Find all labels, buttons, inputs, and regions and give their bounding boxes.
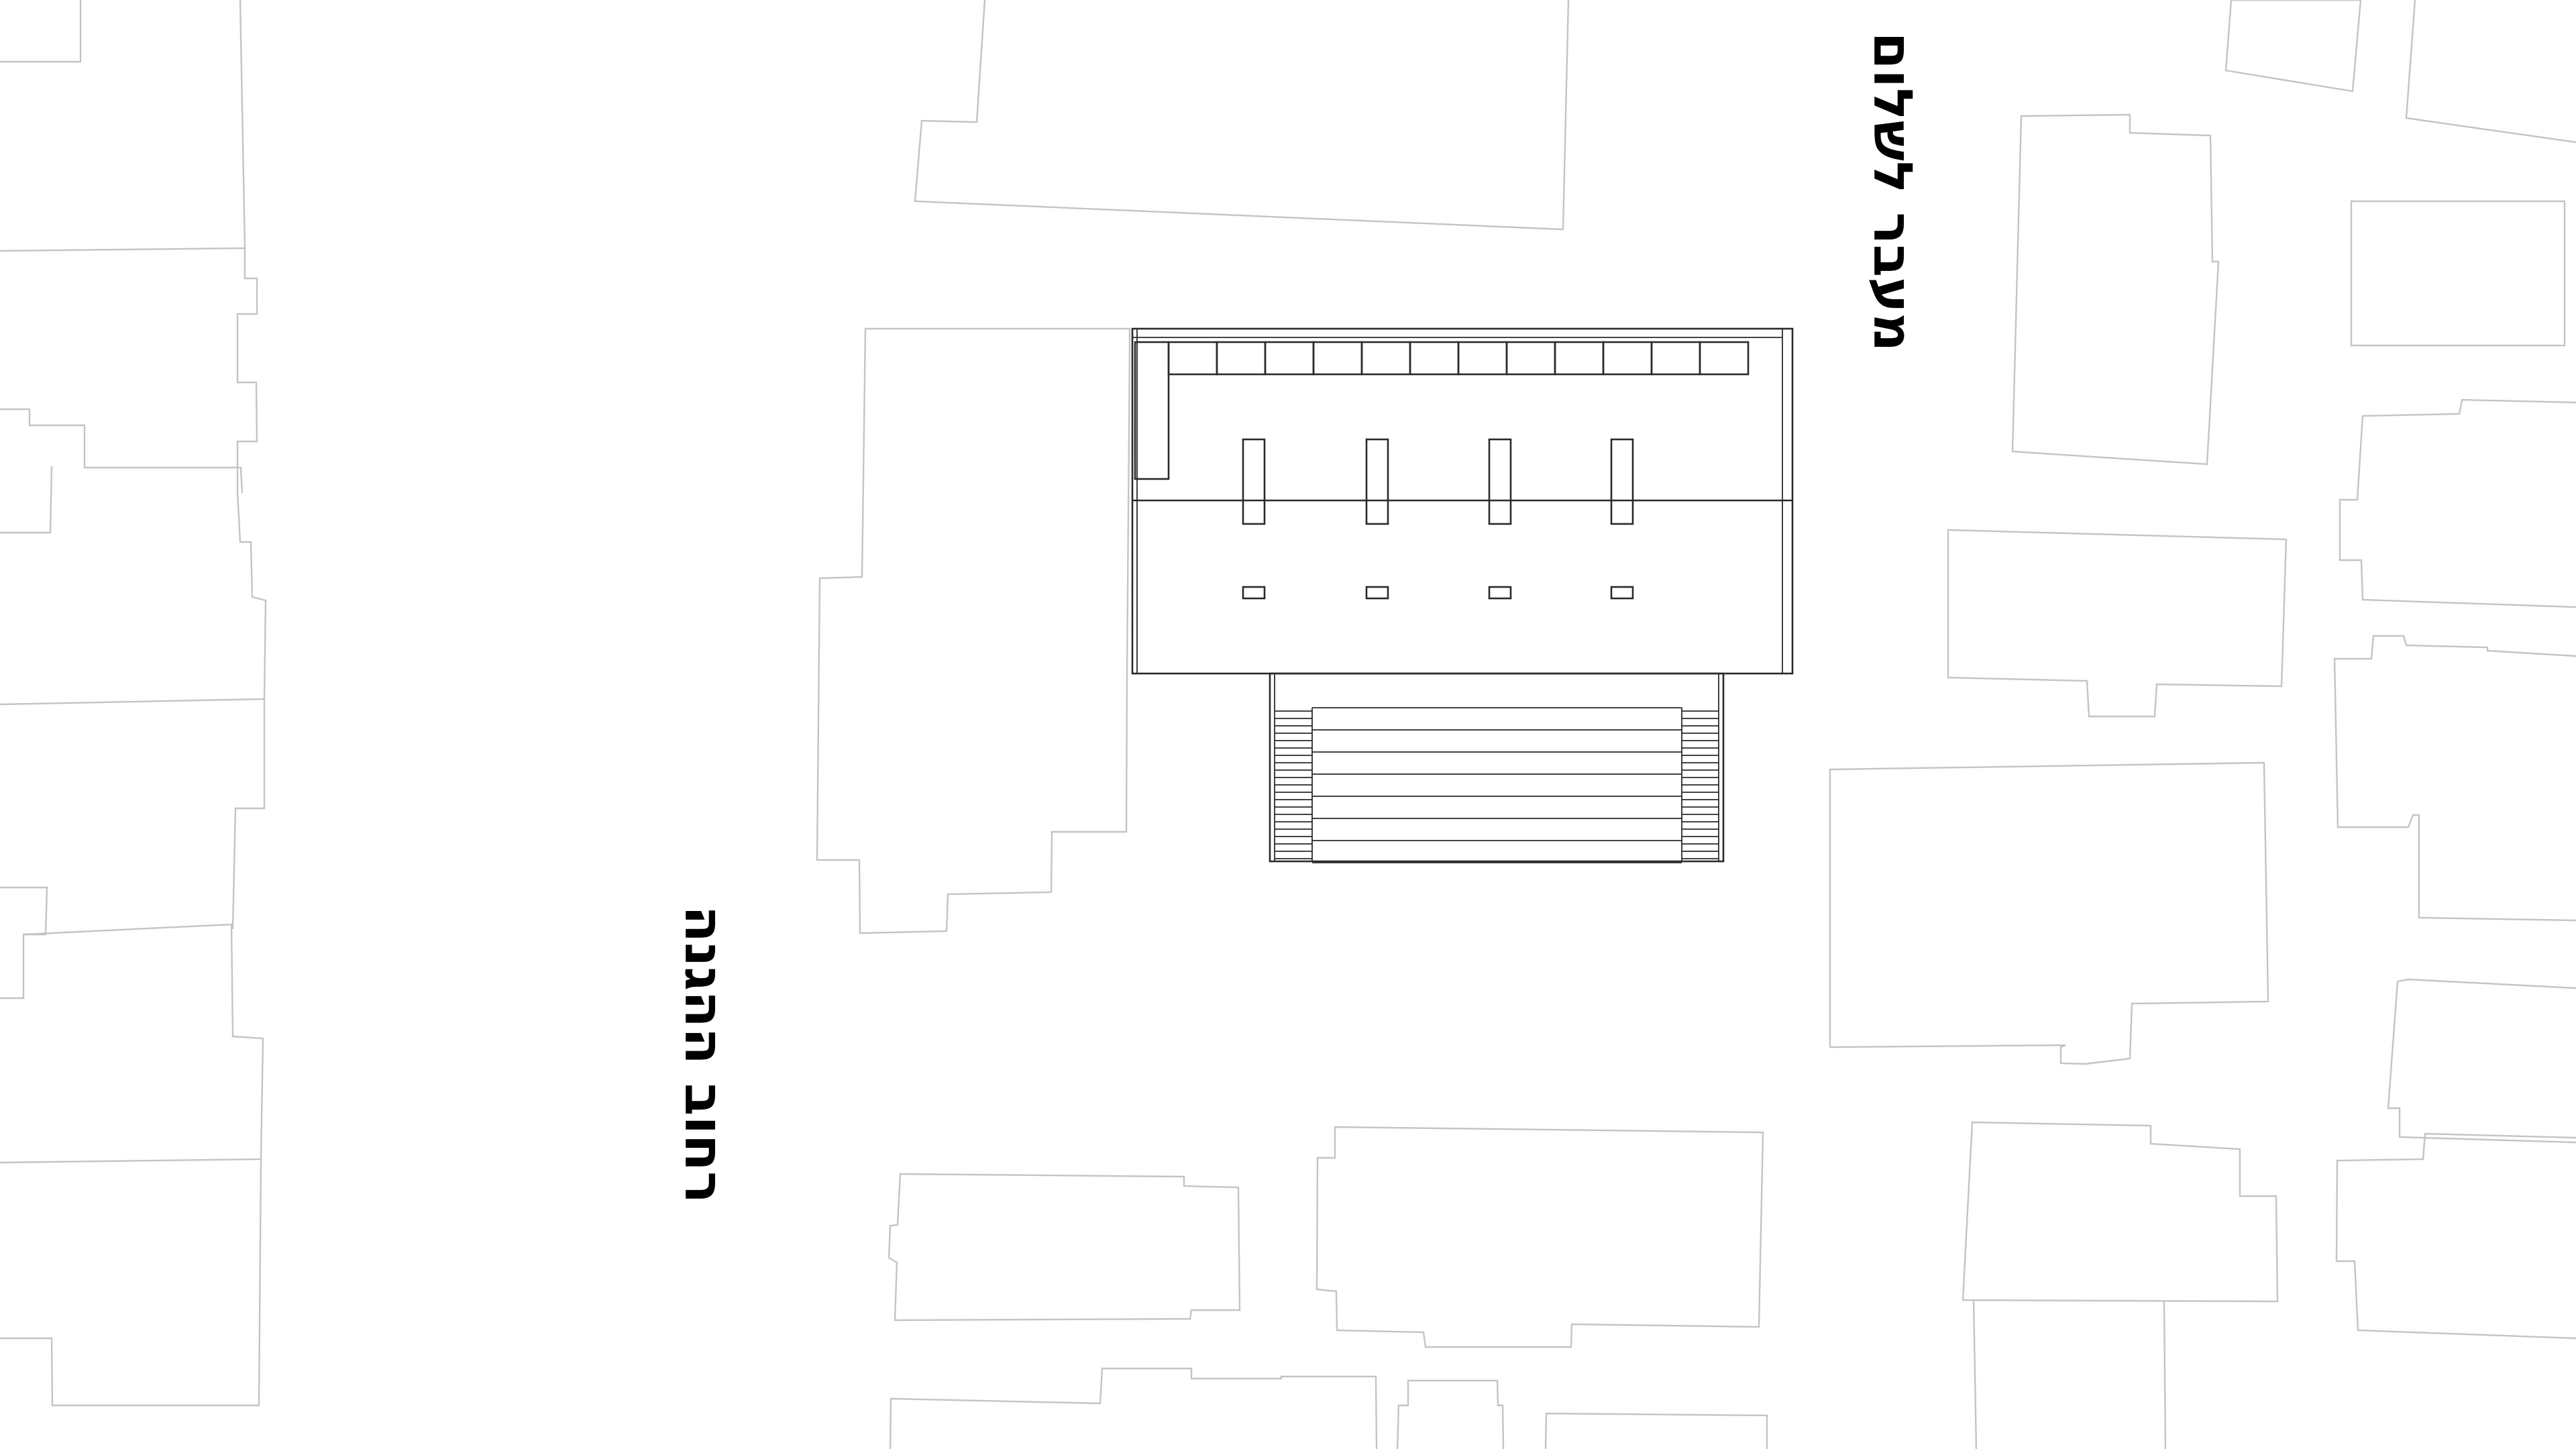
context-building <box>1829 761 2269 1065</box>
context-building <box>236 248 258 493</box>
context-building <box>0 923 264 1164</box>
roof-module <box>1216 341 1267 376</box>
context-building <box>236 492 267 700</box>
roof-module <box>1602 341 1653 376</box>
context-building <box>2339 398 2576 608</box>
roof-fin <box>1242 438 1266 525</box>
stair-terrace <box>1269 672 1725 863</box>
roof-vent <box>1365 586 1389 600</box>
context-building <box>1947 529 2288 718</box>
stair-steps <box>1312 707 1682 863</box>
roof-module <box>1650 341 1701 376</box>
context-building <box>816 327 1131 934</box>
context-street-edge <box>0 0 246 252</box>
roof-module <box>1505 341 1556 376</box>
street-label-west: רחוב ההגנה <box>673 906 735 1203</box>
context-building <box>888 1173 1241 1322</box>
roof-fins <box>1242 438 1634 525</box>
roof-vent <box>1488 586 1512 600</box>
roof-module <box>1409 341 1460 376</box>
context-building <box>2011 113 2220 466</box>
context-building <box>1972 1299 1978 1449</box>
roof-vents <box>1242 586 1634 600</box>
roof-fin <box>1488 438 1512 525</box>
context-building <box>2335 1132 2576 1340</box>
roof-module <box>1699 341 1750 376</box>
context-building <box>0 466 53 534</box>
context-building <box>1396 1379 1505 1449</box>
roof-module <box>1554 341 1605 376</box>
roof-fin <box>1610 438 1634 525</box>
roof-module-column <box>1134 341 1170 480</box>
context-building <box>0 408 244 494</box>
roof-module <box>1360 341 1411 376</box>
roof-module-row <box>1167 341 1750 376</box>
context-building <box>2163 1299 2167 1449</box>
roof-module <box>1457 341 1508 376</box>
roof-vent <box>1610 586 1634 600</box>
context-building <box>0 0 82 63</box>
roof-module <box>1312 341 1363 376</box>
context-building <box>1316 1126 1764 1348</box>
context-building <box>2387 978 2576 1144</box>
context-building <box>2224 0 2362 93</box>
proposed-building <box>1131 327 1794 863</box>
context-building <box>1962 1121 2279 1303</box>
context-building <box>0 698 266 930</box>
context-building <box>0 886 48 1000</box>
roof-module <box>1264 341 1315 376</box>
roof-fin <box>1365 438 1389 525</box>
roof-vent <box>1242 586 1266 600</box>
street-label-east: מעבר לשלום <box>1862 32 1924 352</box>
context-building <box>1544 1412 1768 1449</box>
stair-side-treads <box>1275 708 1719 861</box>
context-building <box>0 1159 262 1407</box>
context-building <box>2350 200 2566 347</box>
context-building <box>2333 635 2576 922</box>
context-building <box>2405 0 2576 144</box>
context-building <box>889 1367 1378 1449</box>
roof-module <box>1167 341 1218 376</box>
context-building <box>914 0 1570 231</box>
